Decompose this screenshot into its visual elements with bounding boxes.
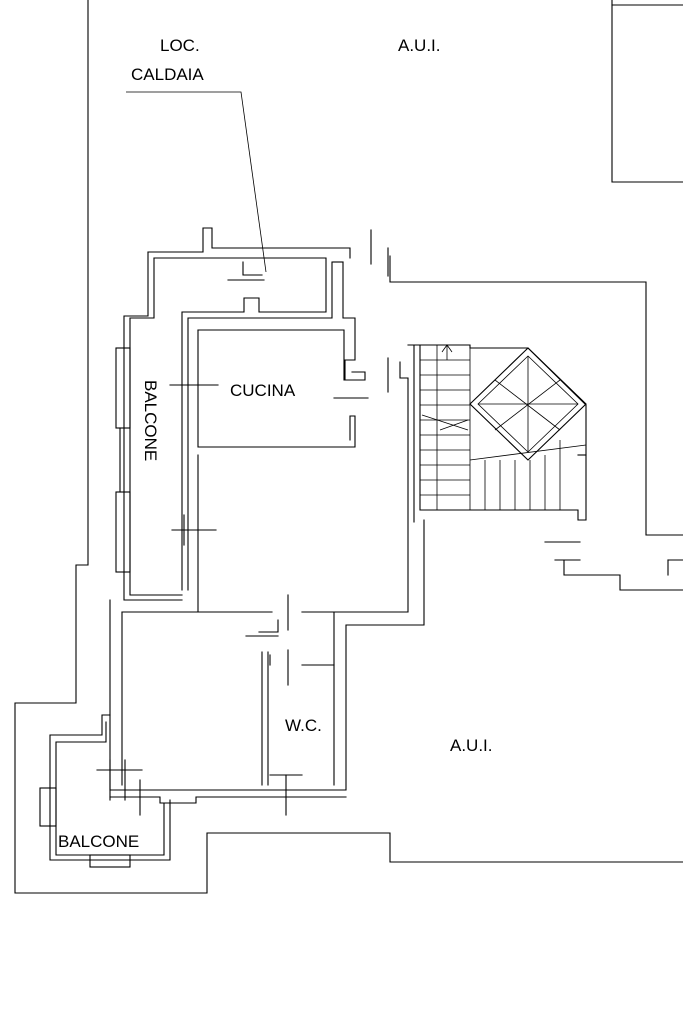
bottom-balcony <box>39 714 171 868</box>
room-labels: LOC. CALDAIA A.U.I. CUCINA BALCONE W.C. … <box>58 36 493 851</box>
balcone-bottom-label: BALCONE <box>58 832 139 851</box>
door-marks-top <box>227 229 683 536</box>
wc-label: W.C. <box>285 716 322 735</box>
leader-line <box>126 91 267 273</box>
staircase <box>407 344 587 521</box>
left-balcony <box>115 317 219 601</box>
loc-label: LOC. <box>160 36 200 55</box>
aui-top-label: A.U.I. <box>398 36 441 55</box>
caldaia-label: CALDAIA <box>131 65 204 84</box>
cucina-label: CUCINA <box>230 381 296 400</box>
balcone-left-label: BALCONE <box>141 380 160 461</box>
aui-bottom-label: A.U.I. <box>450 736 493 755</box>
lower-rooms-walls <box>96 519 425 816</box>
boiler-room-walls <box>123 227 366 591</box>
lot-boundary <box>14 0 683 894</box>
right-steps <box>544 541 683 591</box>
kitchen-walls <box>197 329 415 613</box>
